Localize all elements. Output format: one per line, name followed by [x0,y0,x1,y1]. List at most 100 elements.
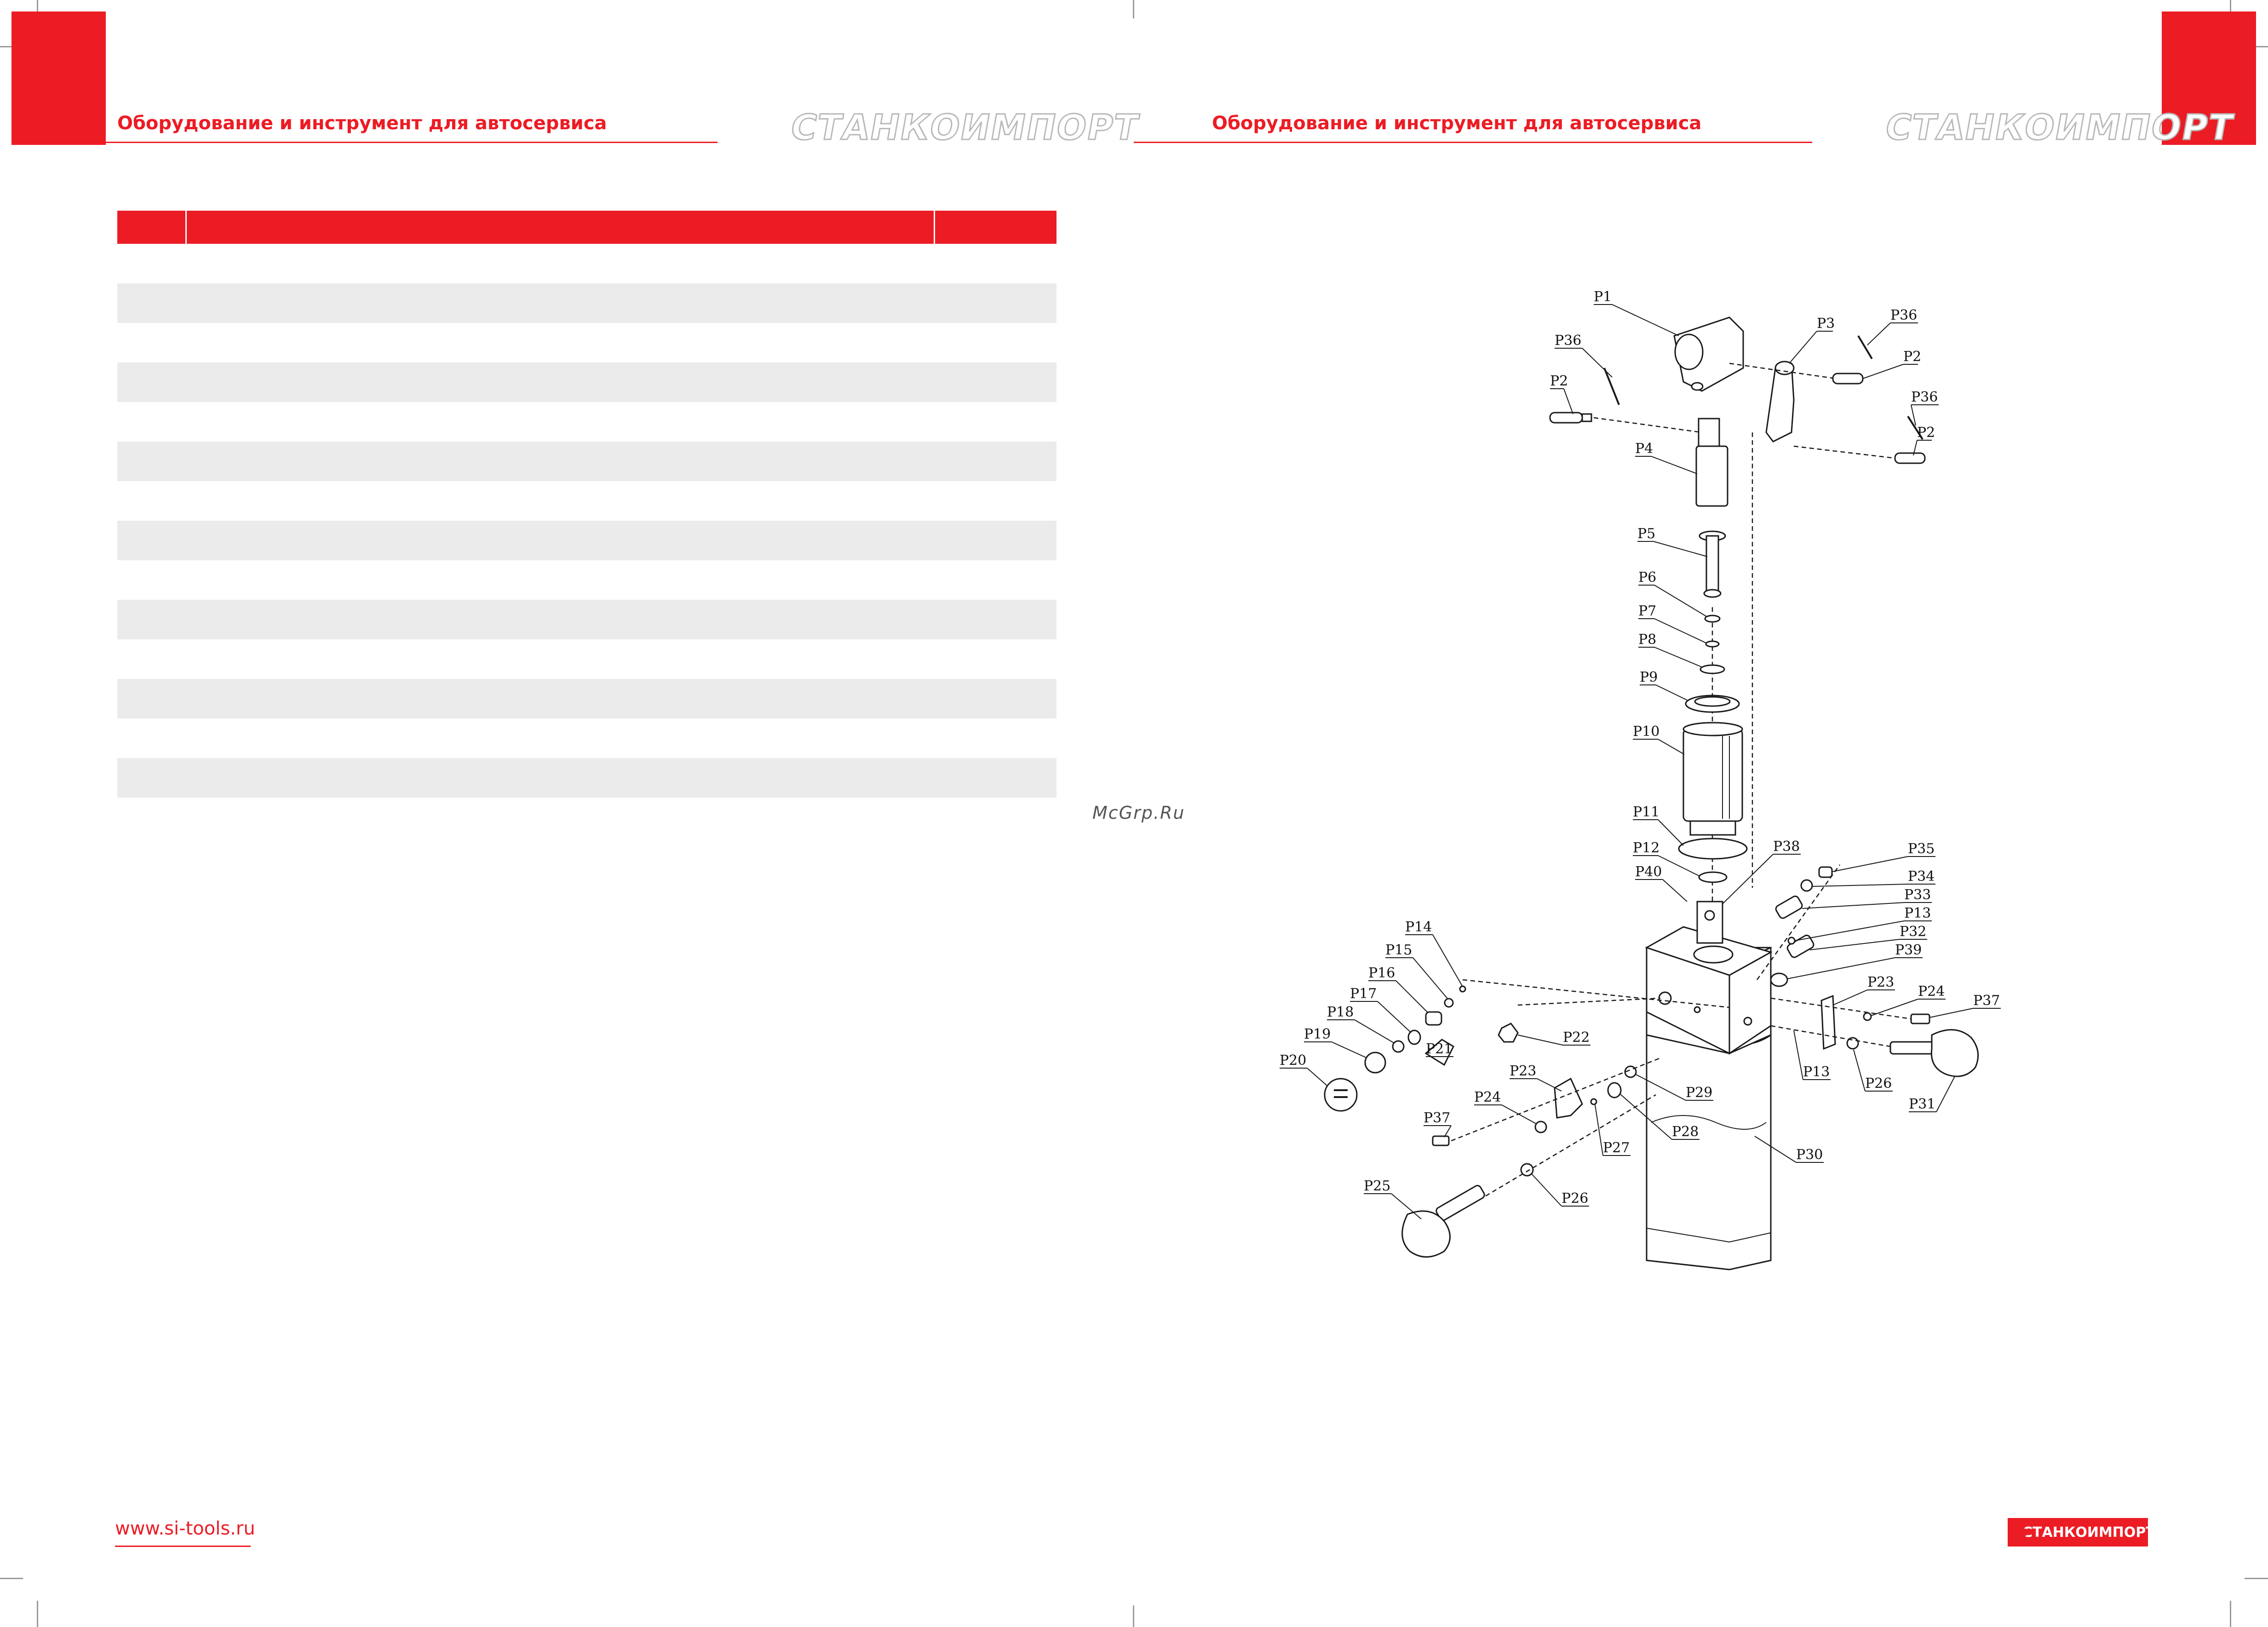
left-header-title: Оборудование и инструмент для автосервис… [117,113,607,134]
part-p37-right [1910,1013,1930,1024]
table-row [117,679,1056,719]
part-p18 [1392,1040,1405,1053]
label-p9: P9 [1640,669,1658,685]
label-p7: P7 [1638,603,1656,619]
part-p13-right [1787,937,1796,945]
part-p2-right-top [1832,373,1864,385]
table-row [117,244,1056,283]
crop-mark [2230,1601,2231,1627]
part-p7 [1705,640,1720,648]
footer-url-rule [115,1546,251,1547]
label-p34: P34 [1908,868,1935,885]
footer-url[interactable]: www.si-tools.ru [115,1518,255,1539]
label-p11: P11 [1633,804,1659,820]
label-p35: P35 [1908,841,1935,857]
label-p26-left: P26 [1562,1190,1588,1207]
part-p33 [1775,895,1803,919]
label-p24-right: P24 [1918,983,1945,1000]
part-p37-left [1432,1135,1450,1146]
label-p4: P4 [1635,441,1653,457]
part-p34 [1800,879,1813,892]
left-red-tab [11,11,106,145]
watermark-text: McGrp.Ru [1092,803,1185,823]
label-p13-upper: P13 [1904,905,1931,921]
part-p36-left [1603,368,1620,405]
part-p2-left [1549,412,1592,424]
part-p4 [1695,418,1728,507]
label-p2-right-bottom: P2 [1917,425,1935,441]
part-p23-right [1820,995,1836,1050]
table-row [117,560,1056,600]
part-p35 [1818,866,1833,878]
label-p37-left: P37 [1424,1110,1450,1126]
label-p14: P14 [1405,919,1432,935]
part-p1 [1673,316,1744,392]
label-p38: P38 [1773,839,1800,855]
part-p8 [1700,664,1725,674]
part-p12 [1698,871,1728,883]
label-p15: P15 [1385,942,1412,958]
label-p6: P6 [1638,569,1656,586]
label-p20: P20 [1280,1052,1306,1069]
diagram-labels: P1 P36 P2 P3 P36 P2 P36 P2 P4 P5 P6 P7 [1280,289,2001,1219]
label-p27: P27 [1603,1140,1630,1156]
table-row [117,600,1056,639]
label-p28: P28 [1672,1124,1699,1140]
label-p16: P16 [1368,965,1395,981]
part-p26-right [1846,1037,1859,1050]
label-p37-right: P37 [1973,993,2000,1009]
label-p26-right: P26 [1865,1075,1892,1092]
parts-table-header [117,211,1056,244]
part-p11 [1678,838,1748,860]
crop-mark [2245,46,2268,47]
right-header-title: Оборудование и инструмент для автосервис… [1212,113,1702,134]
part-p36-right-bottom [1907,415,1923,440]
part-p2-right-bottom [1894,452,1926,464]
table-row [117,758,1056,798]
part-p36-right-top [1857,335,1873,360]
crop-mark [37,1601,38,1627]
label-p36-left: P36 [1555,333,1581,349]
crop-mark [1133,1605,1134,1627]
part-p38 [1696,901,1723,944]
label-p32: P32 [1900,924,1926,940]
table-row [117,283,1056,323]
table-row [117,323,1056,362]
label-p33: P33 [1904,887,1931,903]
crop-mark [0,1578,23,1579]
label-p31: P31 [1909,1096,1935,1112]
part-p17 [1407,1029,1421,1045]
part-p15 [1444,998,1454,1008]
table-row [117,481,1056,521]
label-p30: P30 [1796,1147,1823,1163]
label-p13-lower: P13 [1803,1064,1830,1080]
label-p39: P39 [1895,942,1922,958]
label-p23-right: P23 [1867,974,1894,990]
part-p24-left [1534,1121,1547,1133]
label-p17: P17 [1350,986,1377,1002]
label-p1: P1 [1594,289,1612,305]
label-p5: P5 [1637,526,1655,542]
table-row [117,442,1056,481]
part-p23-left [1554,1077,1583,1119]
crop-mark [2245,1578,2268,1579]
part-p14 [1459,985,1466,993]
part-p6 [1704,615,1721,623]
label-p36-right-bottom: P36 [1911,389,1938,405]
label-p21: P21 [1426,1041,1453,1057]
part-p25 [1401,1184,1485,1258]
part-p20 [1324,1078,1358,1112]
part-p26-left [1520,1163,1534,1177]
right-footer-logo: СТАНКОИМПОРТ [2008,1518,2155,1547]
right-red-tab [2162,11,2256,145]
label-p19: P19 [1304,1026,1331,1042]
exploded-parts-diagram: P1 P36 P2 P3 P36 P2 P36 P2 P4 P5 P6 P7 [1280,289,2001,1271]
label-p29: P29 [1686,1085,1712,1101]
label-p40: P40 [1635,864,1662,880]
table-row [117,521,1056,560]
label-p23-left: P23 [1510,1063,1536,1079]
part-p19 [1364,1052,1386,1074]
part-p28 [1607,1082,1622,1098]
table-row [117,362,1056,402]
table-row [117,639,1056,679]
